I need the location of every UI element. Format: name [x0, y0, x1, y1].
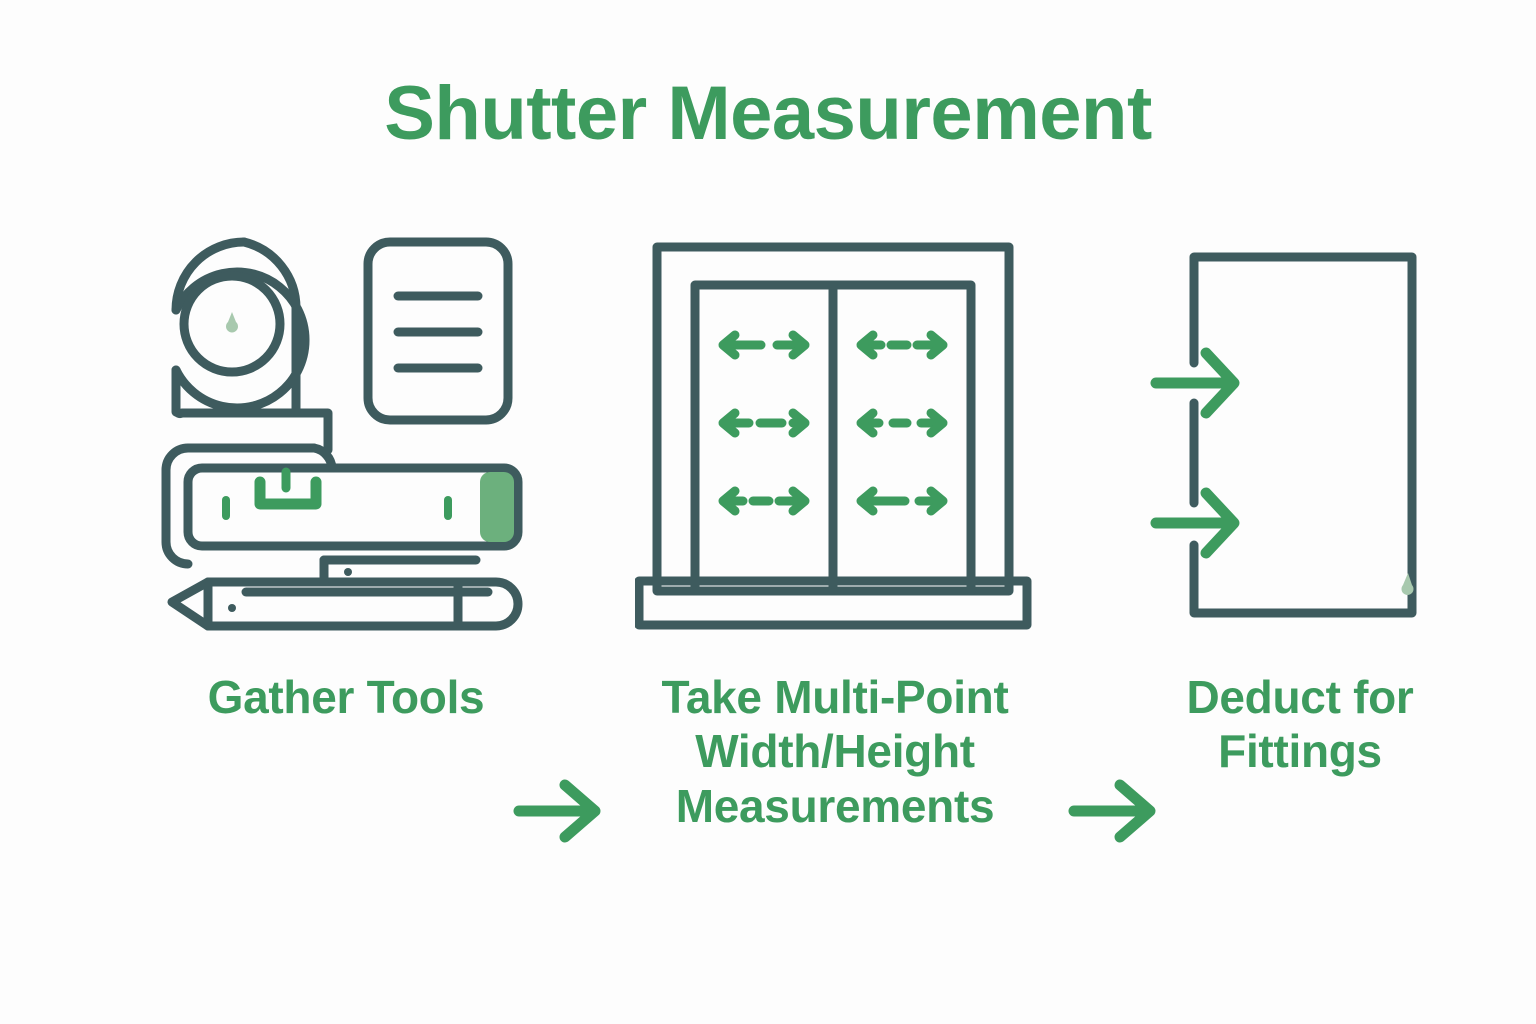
- measurement-arrows: [718, 330, 948, 516]
- step-deduct-fittings-label: Deduct for Fittings: [1186, 671, 1414, 778]
- connector-arrow-2: [1060, 765, 1180, 855]
- steps-row: Gather Tools: [0, 220, 1536, 920]
- deduction-arrow-bottom: [1150, 487, 1240, 559]
- pencil-dot-lower-icon: [228, 604, 236, 612]
- deduction-frame-outline: [1189, 252, 1417, 618]
- step-deduct-fittings: Deduct for Fittings: [1100, 220, 1500, 920]
- measure-arrow-r2: [856, 408, 948, 438]
- tape-measure-icon: [171, 237, 333, 455]
- step-take-measurements: Take Multi-Point Width/Height Measuremen…: [610, 220, 1060, 920]
- measure-arrow-r3: [856, 486, 948, 516]
- connector-arrow-1: [505, 765, 625, 855]
- step-take-measurements-label: Take Multi-Point Width/Height Measuremen…: [661, 671, 1009, 832]
- level-vial-bracket-icon: [254, 476, 322, 510]
- spirit-level-icon: [161, 443, 523, 569]
- frame-corner-drop-icon: [1401, 573, 1414, 595]
- measure-arrow-l3: [718, 486, 810, 516]
- measure-arrow-l2: [718, 408, 810, 438]
- deduction-illustration: [1100, 220, 1500, 650]
- tools-svg: [161, 237, 523, 631]
- pencil-dot-upper-icon: [344, 568, 352, 576]
- frame-deduction-icon: [1150, 252, 1417, 618]
- window-sill: [635, 576, 1032, 630]
- step-gather-tools-label: Gather Tools: [207, 671, 485, 723]
- step-gather-tools: Gather Tools: [96, 220, 596, 920]
- page-title: Shutter Measurement: [384, 71, 1152, 156]
- measure-arrow-r1: [856, 330, 948, 360]
- window-frame-icon: [635, 242, 1032, 630]
- deduction-arrows: [1150, 347, 1240, 559]
- arrow-right-icon: [1068, 779, 1156, 843]
- pencil-icon: [167, 555, 523, 631]
- level-endcap-icon: [480, 472, 514, 542]
- window-illustration: [610, 220, 1060, 650]
- arrow-right-icon: [513, 779, 601, 843]
- notepad-icon: [363, 237, 513, 425]
- gather-tools-illustration: [96, 220, 596, 650]
- measure-arrow-l1: [718, 330, 810, 360]
- deduction-arrow-top: [1150, 347, 1240, 419]
- tape-drop-icon: [226, 312, 238, 333]
